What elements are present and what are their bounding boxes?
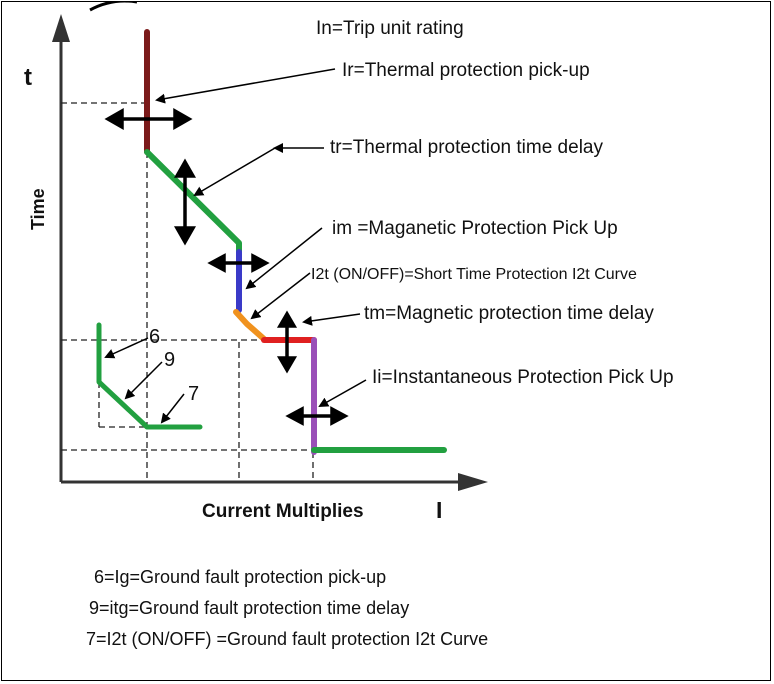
adjust-arrow-ii [285, 406, 349, 426]
curve-short-time-i2t [233, 309, 267, 342]
pointer-ii [318, 379, 367, 407]
label-im-pickup: im =Maganetic Protection Pick Up [332, 218, 618, 239]
pointer-tm [302, 313, 361, 326]
curve-thermal-delay [144, 149, 242, 255]
legend-line-3: 7=I2t (ON/OFF) =Ground fault protection … [86, 629, 488, 649]
y-axis-arrowhead [52, 14, 70, 42]
y-axis-label: Time [28, 188, 48, 230]
ground-fault-7: 7 [188, 383, 199, 405]
legend-line-1: 6=Ig=Ground fault protection pick-up [94, 567, 386, 587]
label-tr-delay: tr=Thermal protection time delay [330, 137, 603, 158]
x-axis-arrowhead [458, 473, 488, 491]
pointer-im [245, 227, 323, 290]
pointer-gf-6 [104, 337, 149, 359]
label-ii-pickup: Ii=Instantaneous Protection Pick Up [372, 367, 674, 388]
x-axis-symbol: I [436, 497, 442, 523]
legend-line-2: 9=itg=Ground fault protection time delay [89, 598, 409, 618]
pointer-tr-diag [193, 147, 276, 197]
ground-fault-6: 6 [149, 326, 160, 348]
label-i2t-short: I2t (ON/OFF)=Short Time Protection I2t C… [311, 266, 637, 283]
ground-fault-curve [96, 322, 203, 430]
adjust-arrow-tm [276, 310, 298, 374]
adjust-arrow-ir [104, 107, 193, 131]
label-tm-delay: tm=Magnetic protection time delay [364, 303, 654, 324]
pointer-i2t [250, 272, 311, 320]
label-in-rating: In=Trip unit rating [316, 18, 464, 39]
adjust-arrow-im [207, 253, 270, 273]
adjust-arrows [104, 107, 349, 426]
y-axis-symbol: t [24, 64, 32, 91]
callout-pointers [104, 68, 367, 424]
label-ir-pickup: Ir=Thermal protection pick-up [342, 60, 590, 81]
pointer-gf-9 [124, 361, 163, 400]
ground-fault-9: 9 [164, 349, 175, 371]
pointer-gf-7 [160, 393, 185, 424]
x-axis-label: Current Multiplies [202, 501, 364, 522]
arc-fragment [89, 2, 137, 12]
axes [52, 14, 488, 491]
pointer-ir [155, 68, 336, 104]
adjust-arrow-tr [173, 158, 197, 246]
ground-fault-polyline [96, 322, 203, 430]
